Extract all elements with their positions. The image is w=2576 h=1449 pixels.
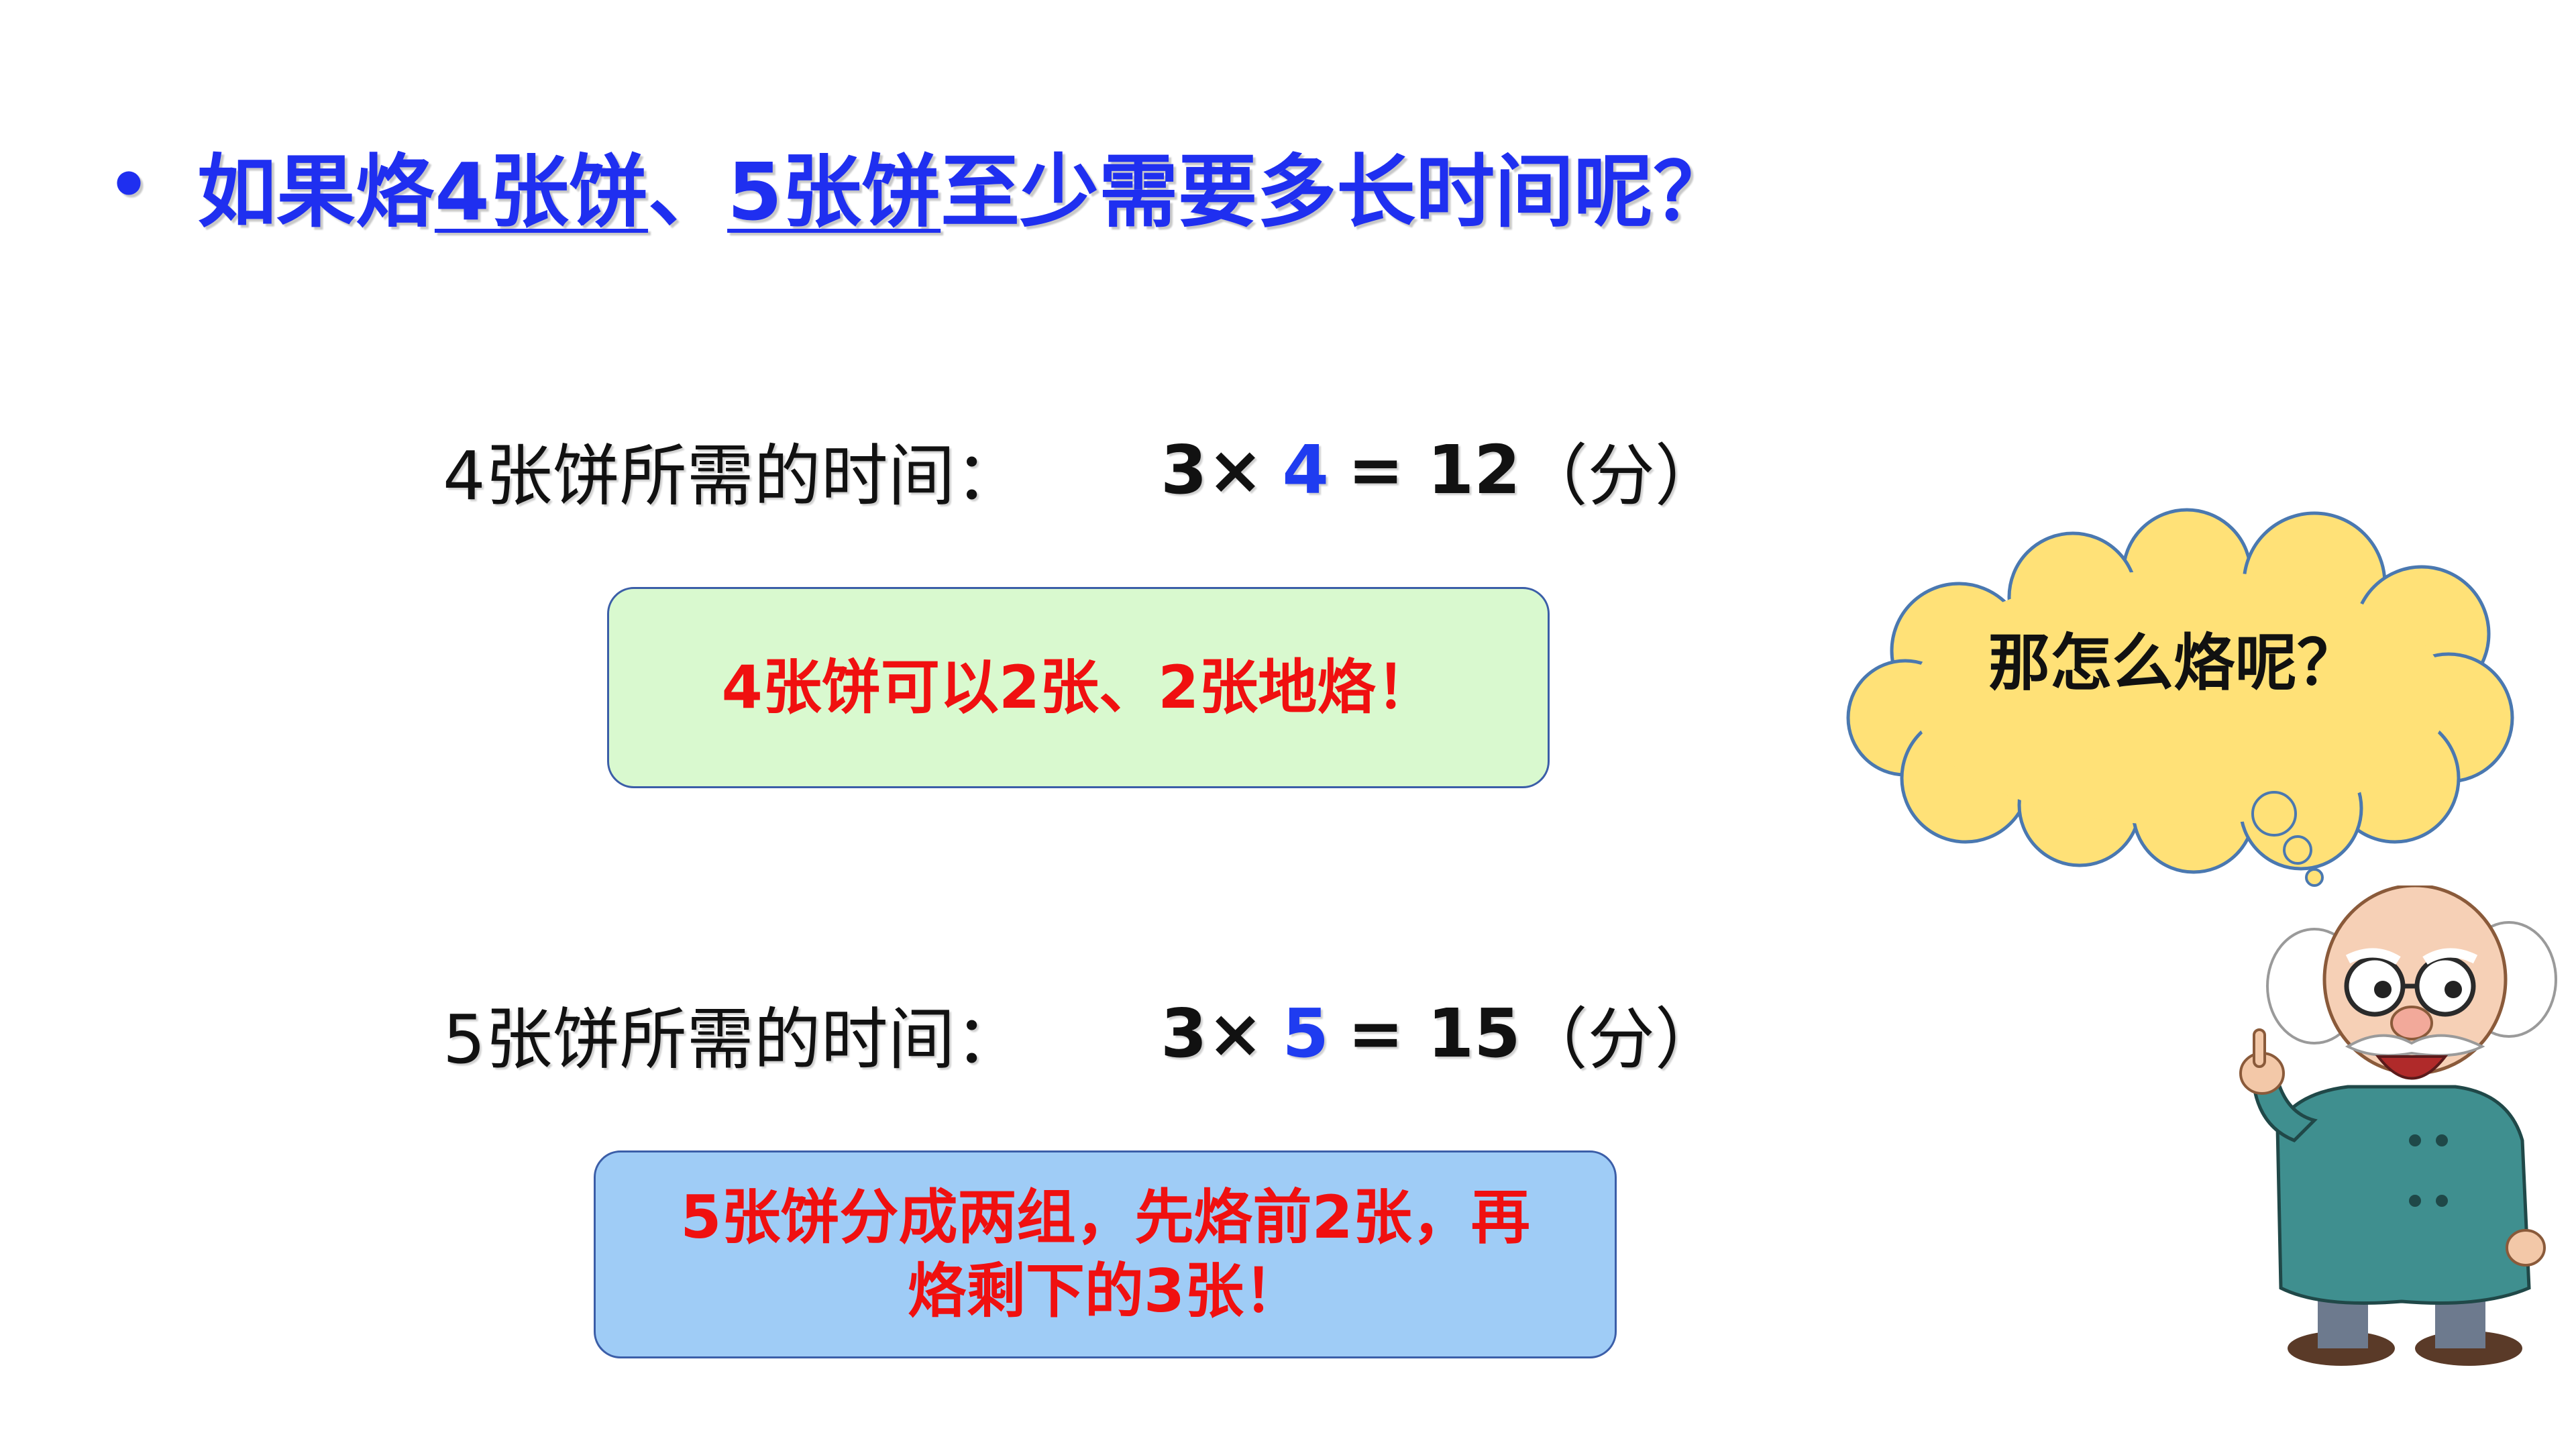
equation-result: = 12	[1347, 430, 1521, 509]
equation-lhs: 3×	[1161, 994, 1264, 1073]
hint-text: 4张饼可以2张、2张地烙！	[721, 653, 1436, 722]
thought-bubble-icon	[1846, 508, 2514, 887]
equation-label: 5张饼所需的时间：	[443, 1000, 1022, 1079]
hint-box-5-cakes: 5张饼分成两组，先烙前2张，再 烙剩下的3张！	[594, 1150, 1617, 1358]
question-title: • 如果烙 4张饼 、 5张饼 至少需要多长时间呢？	[107, 127, 1732, 241]
title-separator: 、	[648, 145, 728, 238]
equation-unit: （分）	[1520, 1000, 1722, 1079]
title-text-part1: 如果烙	[197, 145, 435, 238]
hint-text-line1: 5张饼分成两组，先烙前2张，再	[680, 1183, 1530, 1252]
equation-unit: （分）	[1520, 436, 1722, 515]
equation-5-cakes: 5张饼所需的时间： 3× 5 = 15 （分）	[443, 986, 1722, 1080]
title-underlined-4-cakes: 4张饼	[434, 145, 649, 238]
equation-multiplier: 4	[1282, 430, 1329, 509]
equation-4-cakes: 4张饼所需的时间： 3× 4 = 12 （分）	[443, 423, 1722, 517]
thought-text: 那怎么烙呢？	[1988, 627, 2359, 699]
title-text-part2: 至少需要多长时间呢？	[941, 145, 1733, 238]
equation-result: = 15	[1347, 994, 1521, 1073]
hint-text-line2: 烙剩下的3张！	[907, 1256, 1303, 1326]
hint-box-4-cakes: 4张饼可以2张、2张地烙！	[607, 587, 1550, 788]
title-underlined-5-cakes: 5张饼	[727, 145, 941, 238]
bullet-icon: •	[107, 145, 150, 224]
old-man-illustration	[2239, 885, 2557, 1366]
equation-lhs: 3×	[1161, 430, 1264, 509]
equation-label: 4张饼所需的时间：	[443, 436, 1022, 515]
equation-multiplier: 5	[1282, 994, 1329, 1073]
